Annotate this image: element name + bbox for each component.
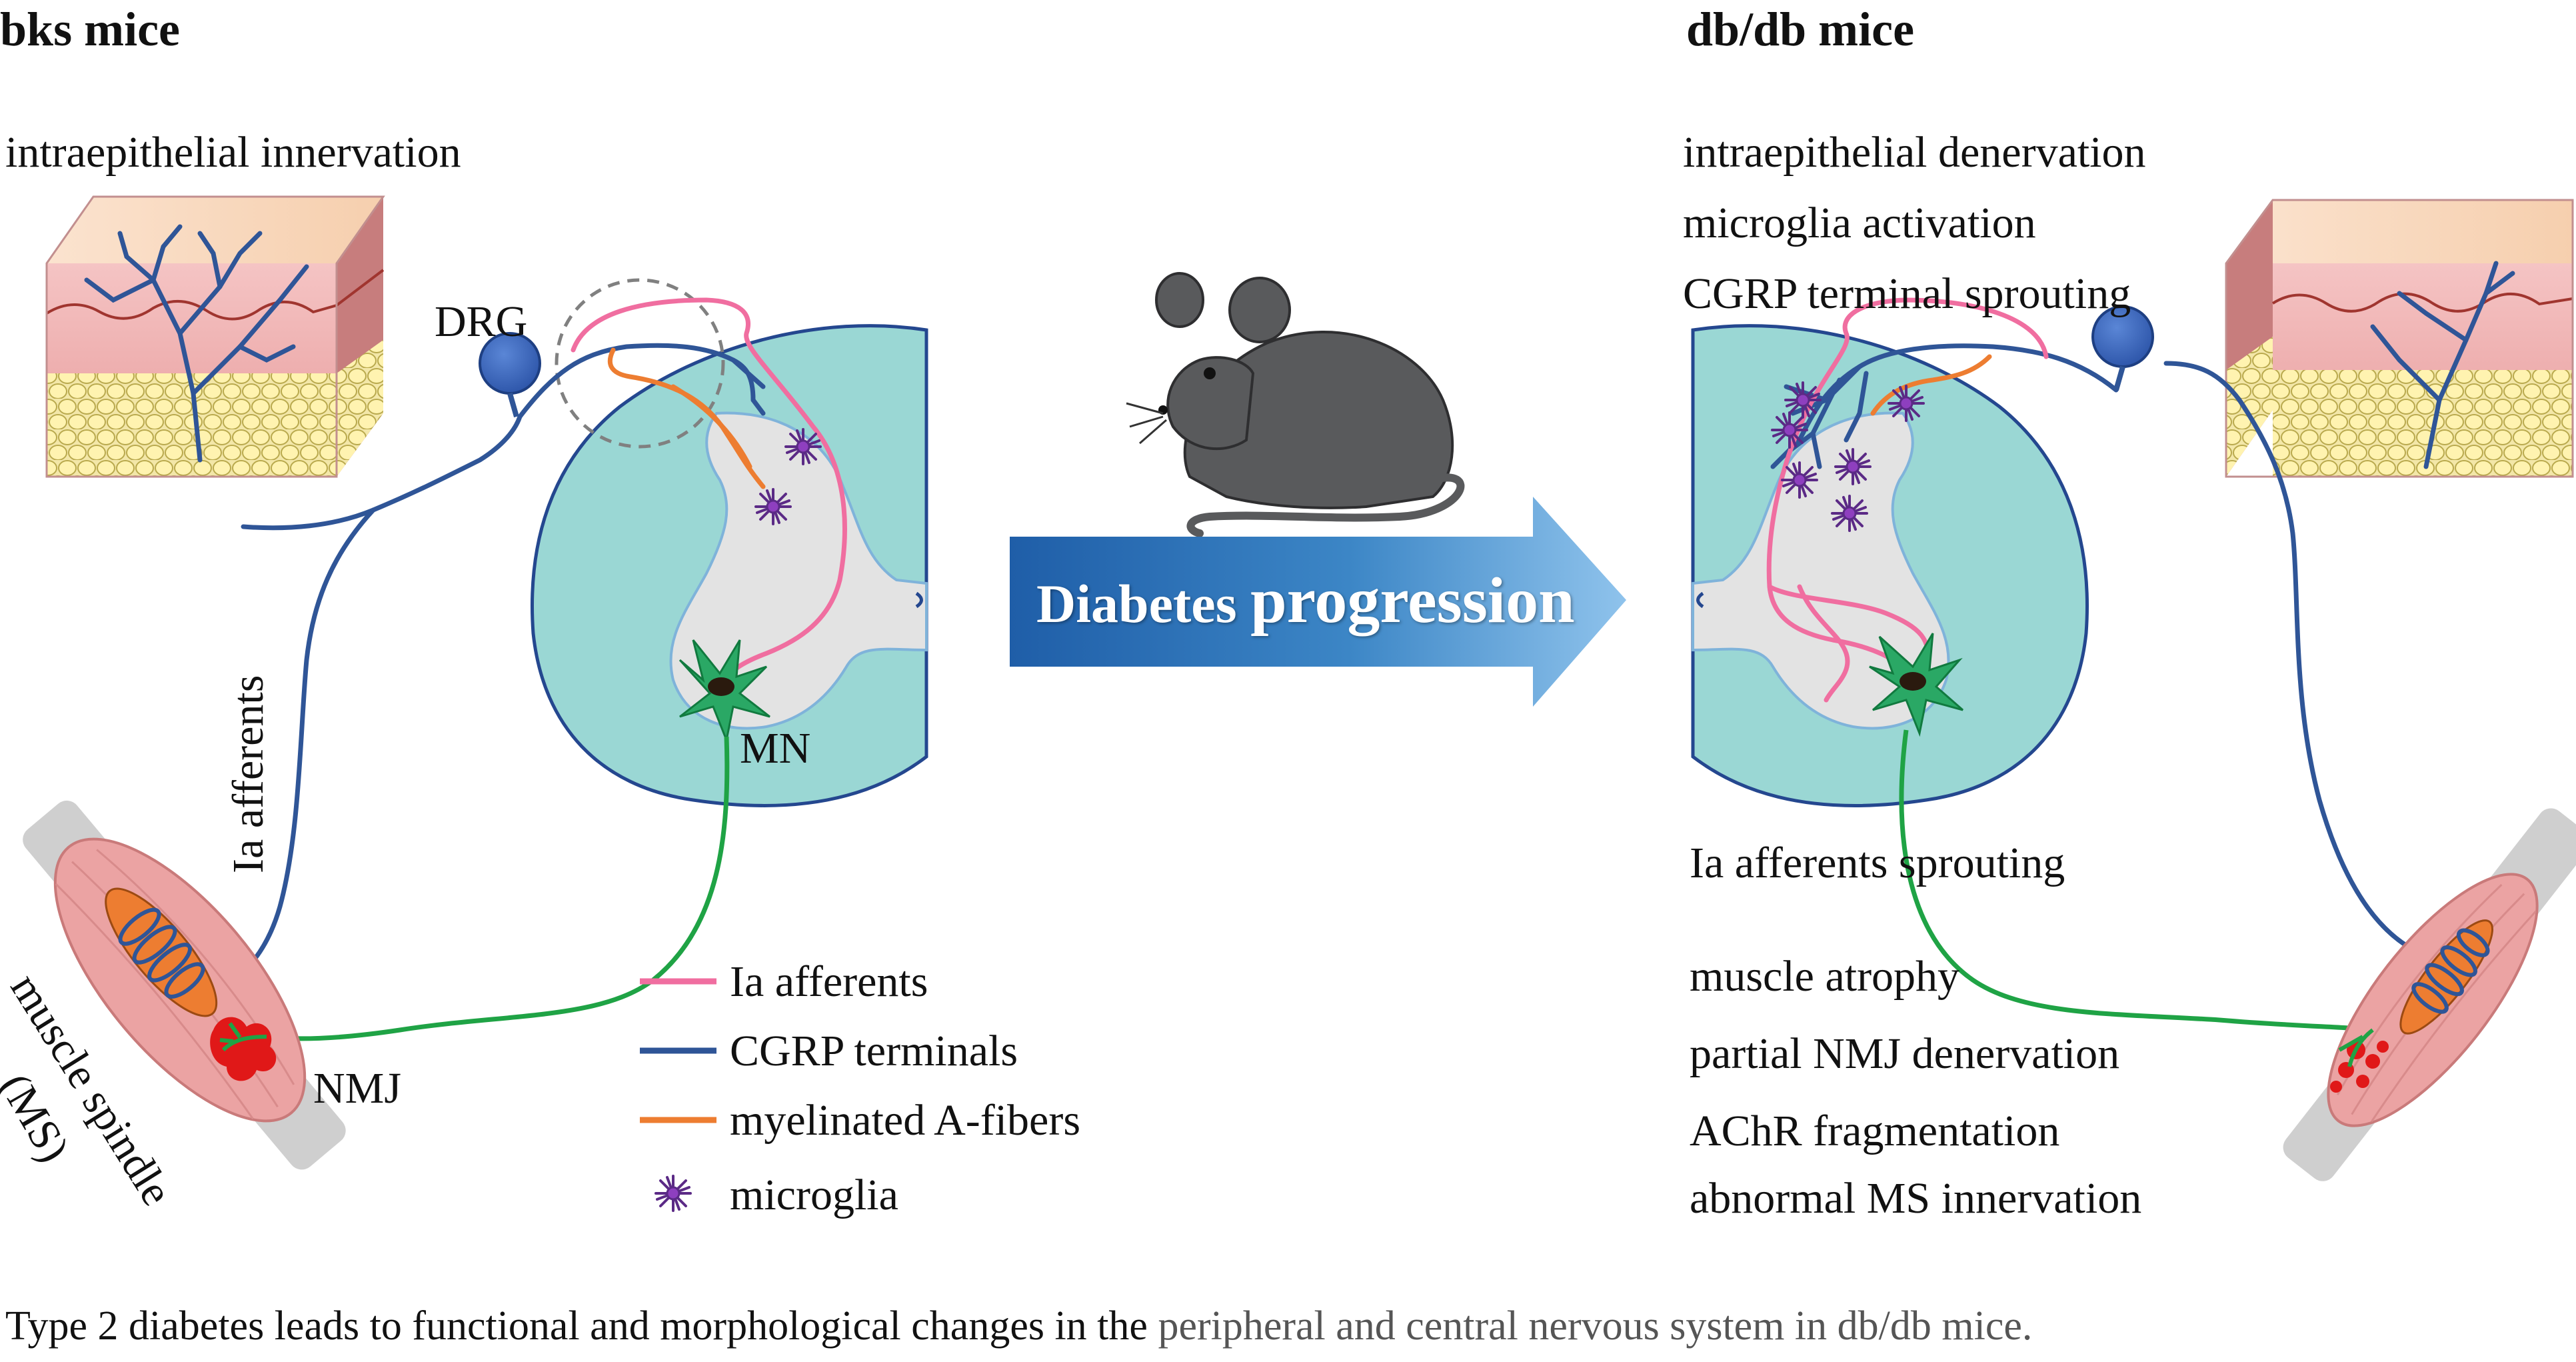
left-motor-neuron [678,639,770,744]
legend-a-fibers: myelinated A-fibers [730,1096,1081,1145]
change-nmj-denervation: partial NMJ denervation [1690,1029,2120,1078]
legend-microglia: microglia [730,1171,898,1219]
left-a-fiber [607,347,766,489]
right-muscle [2283,808,2576,1181]
legend-swatches [640,978,716,1212]
left-nmj [210,1017,277,1081]
left-title: bks mice [0,3,180,56]
left-drg [479,332,541,418]
arrow-word-progression: progression [1250,565,1575,637]
caption-part1: Type 2 diabetes leads to functional and … [5,1303,1158,1349]
legend-cgrp-terminals: CGRP terminals [730,1027,1018,1075]
left-motor-axon [266,736,730,1041]
left-skin-block [45,195,385,478]
figure-caption: Type 2 diabetes leads to functional and … [5,1305,2032,1347]
mouse-icon [1126,272,1465,537]
right-intraepithelial-fibers [2370,261,2515,469]
legend-ia-afferents: Ia afferents [730,957,928,1006]
change-microglia: microglia activation [1683,199,2036,247]
ia-afferents-label: Ia afferents [224,675,273,873]
left-spinal-cord [531,324,928,807]
change-achr: AChR fragmentation [1690,1107,2060,1155]
drg-label: DRG [435,297,528,346]
right-motor-axon [1899,729,2373,1033]
nmj-label: NMJ [313,1064,402,1113]
mn-label: MN [740,724,811,773]
change-ia-sprouting: Ia afferents sprouting [1690,839,2065,887]
change-cgrp-sprouting: CGRP terminal sprouting [1683,269,2131,318]
left-dashed-circle [555,278,725,449]
change-muscle-atrophy: muscle atrophy [1690,952,1960,1001]
right-nmj [2330,1028,2389,1093]
caption-part2: peripheral and central nervous system in… [1158,1303,2033,1349]
change-ms-innervation: abnormal MS innervation [1690,1174,2142,1223]
arrow-word-diabetes: Diabetes [1036,573,1237,634]
arrow-label: Diabetes progression [1036,568,1575,633]
microglia-icon [654,1175,692,1212]
right-title: db/db mice [1686,3,1915,56]
left-ia-afferent [571,297,847,689]
progression-arrow [1010,497,1626,707]
left-intraepithelial-fibers [84,224,309,463]
change-denervation: intraepithelial denervation [1683,128,2146,177]
right-skin-block [2225,199,2574,478]
right-drg [2091,305,2154,391]
left-skin-label: intraepithelial innervation [5,128,461,177]
right-a-fiber [1870,354,1992,416]
right-motor-neuron [1869,633,1963,737]
